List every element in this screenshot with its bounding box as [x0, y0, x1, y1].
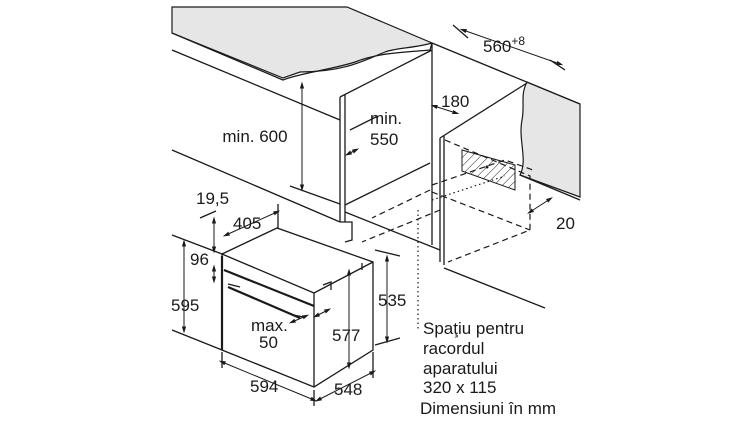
label-side-height: 535 — [378, 291, 406, 310]
label-min-depth-prefix: min. — [370, 109, 402, 128]
label-top-offset: 96 — [190, 250, 209, 269]
note-line-4: 320 x 115 — [423, 378, 496, 397]
label-oven-width: 594 — [250, 377, 278, 396]
countertop-right — [431, 42, 581, 201]
label-oven-height: 595 — [171, 296, 199, 315]
countertop-left — [171, 6, 434, 81]
note-line-3: aparatului — [423, 359, 498, 378]
label-rear-gap: 180 — [441, 92, 469, 111]
units-note: Dimensiuni în mm — [420, 399, 556, 418]
note-line-2: racordul — [423, 339, 484, 358]
label-handle-value: 50 — [259, 333, 278, 352]
label-panel-offset: 19,5 — [196, 189, 229, 208]
dimension-lines — [171, 24, 566, 406]
note-line-1: Spaţiu pentru — [423, 319, 524, 338]
label-width-cutout: 560+8 — [483, 34, 525, 56]
label-oven-depth: 548 — [334, 380, 362, 399]
label-depth-top: 405 — [233, 214, 261, 233]
oven-outline — [220, 227, 374, 388]
cabinet-outline — [171, 43, 546, 330]
label-back-gap: 20 — [556, 214, 575, 233]
label-min-height: min. 600 — [222, 127, 287, 146]
label-handle-max: max. — [251, 316, 288, 335]
label-inner-height: 577 — [332, 326, 360, 345]
connection-note: Spaţiu pentru racordul aparatului 320 x … — [420, 319, 556, 418]
label-min-depth-value: 550 — [370, 130, 398, 149]
